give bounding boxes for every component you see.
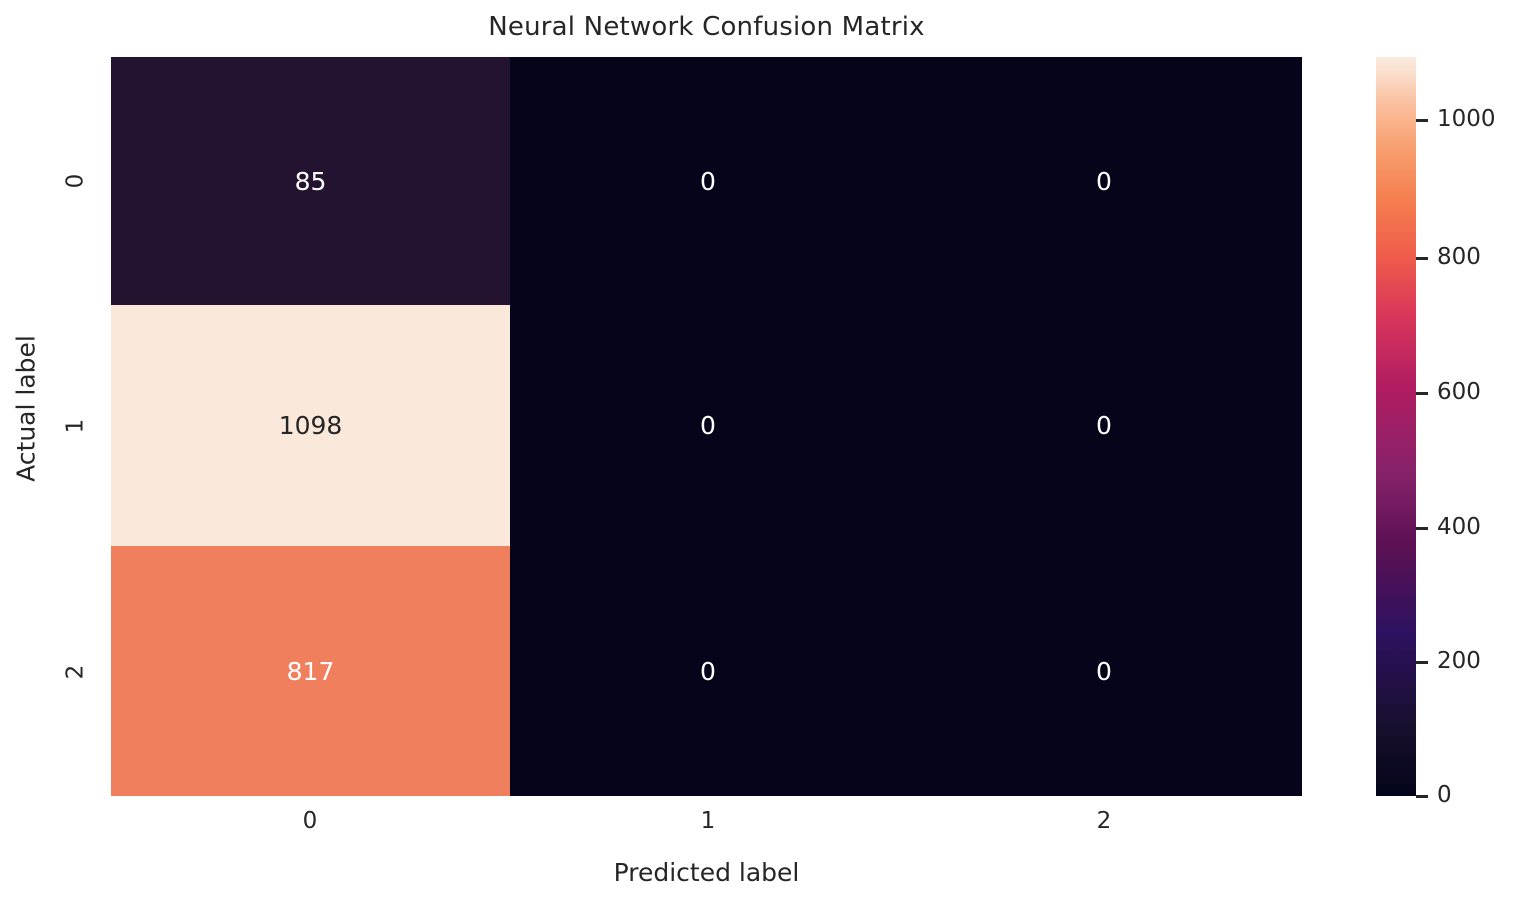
heatmap-cell-value-0-2: 0 [1096,166,1112,196]
y-axis-label: Actual label [11,335,41,482]
heatmap-cell-0-1[interactable]: 0 [510,57,906,305]
y-tick-text-1: 1 [61,418,88,434]
heatmap-cell-1-1[interactable]: 0 [510,305,906,546]
x-tick-label-1: 1 [700,808,716,834]
heatmap-cell-value-1-1: 0 [700,411,716,440]
heatmap-cell-2-0[interactable]: 817 [111,546,510,796]
heatmap-row-1: 1098 0 0 [111,305,1302,546]
colorbar-tick-dash-200 [1416,660,1428,664]
y-tick-text-0: 0 [61,173,88,189]
heatmap-cell-value-2-2: 0 [1096,656,1112,686]
colorbar-tick-dash-1000 [1416,118,1428,122]
colorbar-tick-label-1000: 1000 [1437,106,1496,132]
x-axis-label: Predicted label [613,858,800,887]
colorbar-tick-label-400: 400 [1437,514,1481,540]
heatmap-cell-value-1-2: 0 [1096,411,1112,440]
colorbar-tick-dash-600 [1416,391,1428,395]
colorbar-tick-label-0: 0 [1437,782,1452,808]
heatmap-cell-value-2-1: 0 [700,656,716,686]
y-tick-text-2: 2 [61,664,88,680]
heatmap-cell-value-1-0: 1098 [278,411,343,440]
heatmap-cell-2-2[interactable]: 0 [906,546,1302,796]
heatmap-plot-area: 85 0 0 1098 0 0 817 0 [111,57,1302,796]
y-tick-label-0: 0 [55,168,95,194]
colorbar-tick-label-600: 600 [1437,379,1481,405]
y-tick-label-1: 1 [55,413,95,439]
heatmap-cell-value-0-0: 85 [294,166,327,196]
heatmap-cell-value-2-0: 817 [286,656,335,686]
x-tick-label-2: 2 [1096,808,1112,834]
colorbar-tick-label-800: 800 [1437,244,1481,270]
heatmap-cell-0-2[interactable]: 0 [906,57,1302,305]
heatmap-cell-value-0-1: 0 [700,166,716,196]
y-tick-label-2: 2 [55,659,95,685]
colorbar-tick-dash-0 [1416,794,1428,798]
heatmap-row-2: 817 0 0 [111,546,1302,796]
heatmap-cell-2-1[interactable]: 0 [510,546,906,796]
heatmap-cell-1-2[interactable]: 0 [906,305,1302,546]
colorbar-tick-dash-400 [1416,526,1428,530]
colorbar [1376,57,1416,796]
heatmap-row-0: 85 0 0 [111,57,1302,305]
heatmap-cell-0-0[interactable]: 85 [111,57,510,305]
colorbar-gradient [1376,57,1416,796]
colorbar-tick-label-200: 200 [1437,648,1481,674]
x-tick-label-0: 0 [302,808,318,834]
chart-title: Neural Network Confusion Matrix [488,12,925,42]
heatmap-cell-1-0[interactable]: 1098 [111,305,510,546]
colorbar-tick-dash-800 [1416,256,1428,260]
